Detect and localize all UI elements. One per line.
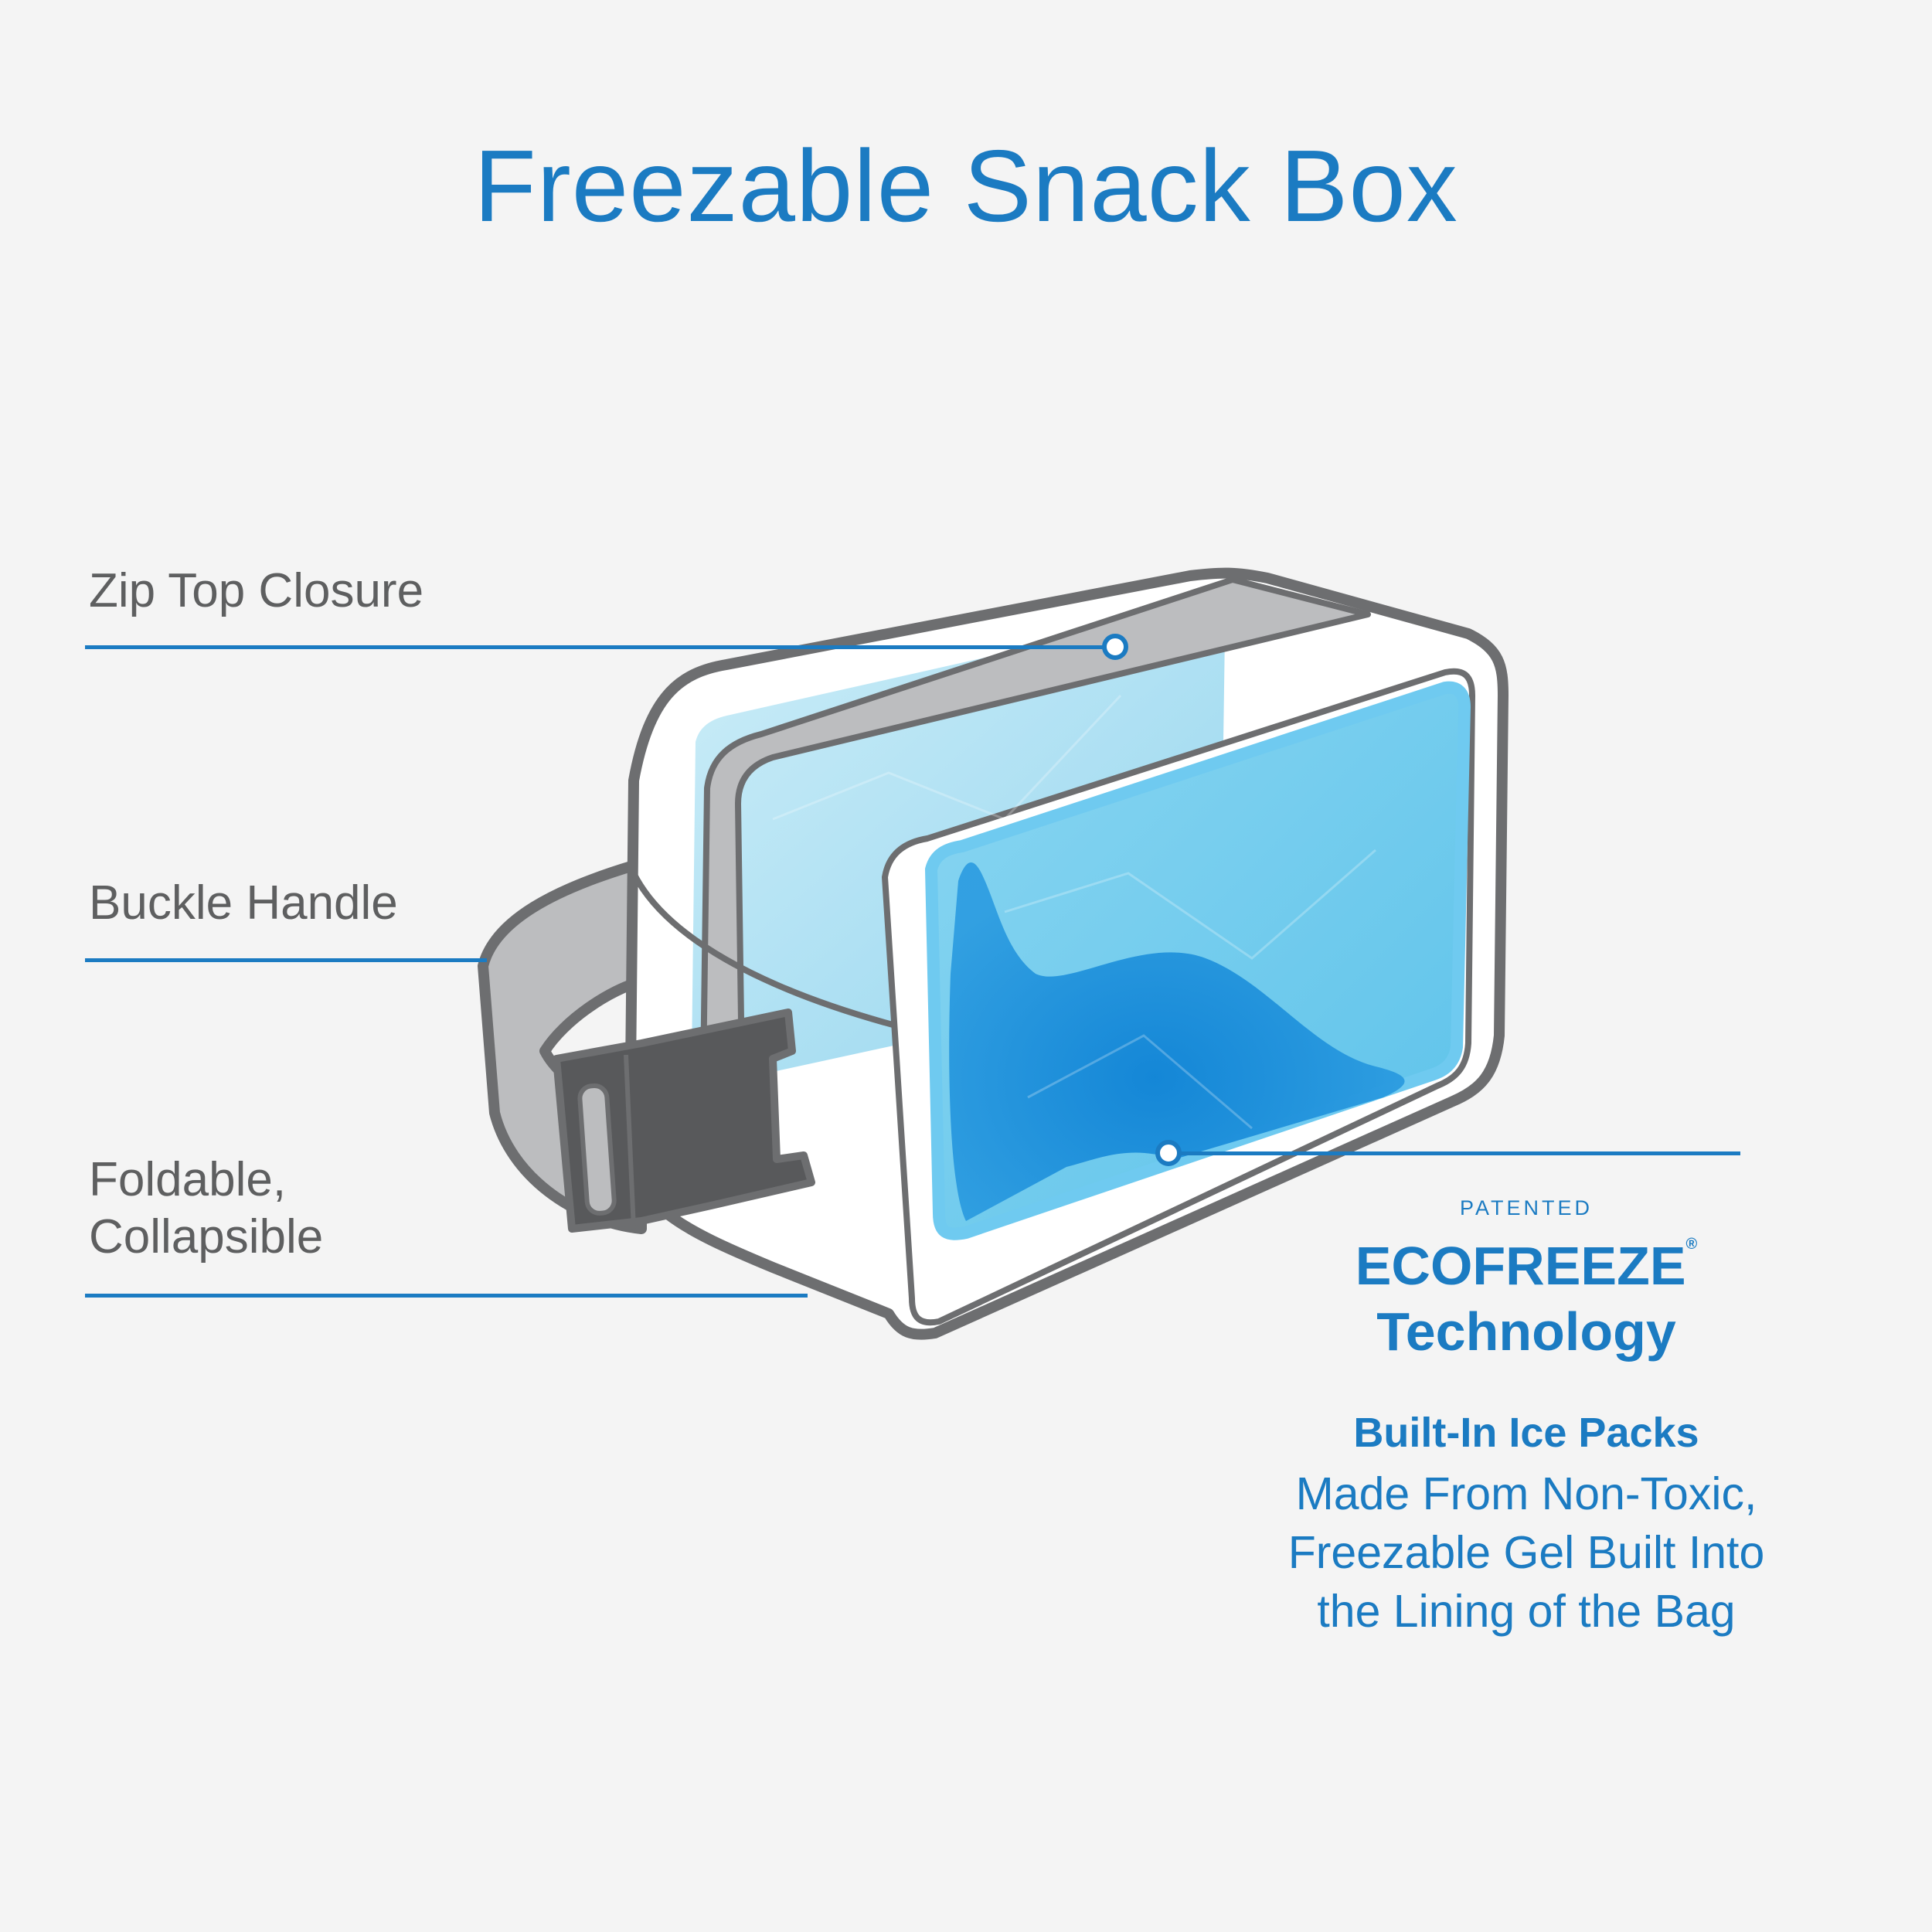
patented-label: PATENTED (1459, 1196, 1593, 1219)
description-line: the Lining of the Bag (1317, 1586, 1736, 1637)
page-title: Freezable Snack Box (474, 129, 1458, 243)
foldable-label: Foldable, Collapsible (89, 1151, 323, 1266)
description-line: Freezable Gel Built Into (1287, 1527, 1765, 1578)
ecofreeze-callout-line (1179, 1151, 1740, 1155)
buckle-icon (553, 1009, 815, 1233)
zip-top-callout-dot (1102, 634, 1128, 660)
zip-top-callout-line (85, 645, 1105, 649)
zip-top-closure-label: Zip Top Closure (89, 564, 424, 617)
technology-label: Technology (1376, 1301, 1676, 1362)
bag-body (624, 567, 1509, 1340)
foldable-callout-line (85, 1294, 808, 1298)
ecofreeze-brand-text: ECOFREEZE (1355, 1236, 1686, 1296)
built-in-ice-packs-heading: Built-In Ice Packs (1353, 1410, 1699, 1456)
ecofreeze-brand: ECOFREEZE® (1202, 1235, 1851, 1297)
foldable-label-line1: Foldable, (89, 1153, 287, 1206)
foldable-label-line2: Collapsible (89, 1210, 324, 1264)
buckle-handle-callout-line (85, 958, 487, 962)
ecofreeze-callout-dot (1155, 1140, 1182, 1166)
buckle-handle-label: Buckle Handle (89, 876, 398, 930)
description-line: Made From Non-Toxic, (1295, 1468, 1757, 1519)
registered-mark: ® (1685, 1235, 1698, 1253)
ice-pack-description: Made From Non-Toxic, Freezable Gel Built… (1202, 1464, 1851, 1641)
